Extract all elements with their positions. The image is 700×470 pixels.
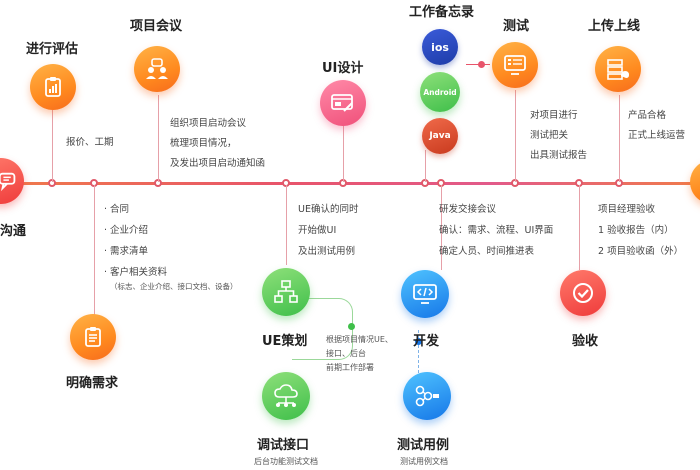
checklist-icon [85,327,101,347]
test-cases-note: 测试用例文档 [400,457,448,466]
launch-desc-2: 正式上线运营 [628,130,686,141]
accept-desc-2: 1 验收报告（内） [598,225,674,236]
clear-req-node[interactable] [70,314,116,360]
code-monitor-icon [413,284,437,304]
timeline-line [0,182,700,185]
cloud-network-icon [274,384,298,407]
java-node[interactable]: Java [422,118,458,154]
chat-icon [0,172,16,192]
connector-dot [478,61,485,68]
connector [94,185,95,315]
android-node[interactable]: Android [420,72,460,112]
meeting-icon [146,58,168,79]
debug-desc-1: 根据项目情况UE、 [326,335,393,344]
develop-desc-2: 确认：需求、流程、UI界面 [439,225,554,236]
connector [343,125,344,182]
ui-design-node[interactable] [320,80,366,126]
end-node [690,160,700,204]
launch-node[interactable] [595,46,641,92]
clear-req-desc-4: · 客户相关资料 [104,267,168,278]
ue-desc-1: UE确认的同时 [298,204,359,215]
communicate-title: 沟通 [0,224,27,239]
connector [515,90,516,182]
connector-dot [415,338,422,345]
flowchart-icon [274,280,298,303]
develop-node[interactable] [401,270,449,318]
debug-api-title: 调试接口 [257,438,310,453]
connector [619,95,620,182]
communicate-node[interactable] [0,158,24,204]
debug-desc-3: 前期工作部署 [326,363,374,372]
ios-label: ios [431,40,449,54]
develop-desc-3: 确定人员、时间推进表 [439,246,535,257]
ui-design-title: UI设计 [322,61,364,76]
design-icon [331,94,353,112]
evaluate-title: 进行评估 [26,42,79,57]
ue-plan-node[interactable] [262,268,310,316]
debug-desc-2: 接口、后台 [326,349,366,358]
check-circle-icon [573,283,593,303]
connector [441,185,442,270]
accept-desc-3: 2 项目验收函（外） [598,246,684,257]
debug-api-note: 后台功能测试文档 [254,457,318,466]
dev-test-connector [418,330,420,378]
test-desc-3: 出具测试报告 [530,150,588,161]
memo-title: 工作备忘录 [409,5,475,20]
test-desc-2: 测试把关 [530,130,569,141]
connector [286,185,287,265]
develop-title: 开发 [413,334,440,349]
launch-desc-1: 产品合格 [628,110,667,121]
test-node[interactable] [492,42,538,88]
ue-desc-3: 及出测试用例 [298,246,356,257]
clear-req-note: （标志、企业介绍、接口文档、设备） [110,282,238,291]
develop-desc-1: 研发交接会议 [439,204,497,215]
meeting-desc-2: 梳理项目情况， [170,138,237,149]
test-cases-title: 测试用例 [397,438,450,453]
clear-req-desc-2: · 企业介绍 [104,225,149,236]
bracket-dot [348,323,355,330]
accept-node[interactable] [560,270,606,316]
connector [579,185,580,270]
meeting-desc-1: 组织项目启动会议 [170,118,247,129]
accept-title: 验收 [572,334,599,349]
ios-node[interactable]: ios [422,29,458,65]
test-cases-node[interactable] [403,372,451,420]
meeting-title: 项目会议 [130,19,183,34]
launch-title: 上传上线 [588,19,641,34]
connector [158,95,159,182]
clear-req-desc-1: · 合同 [104,204,130,215]
meeting-node[interactable] [134,46,180,92]
java-label: Java [429,131,451,141]
evaluate-node[interactable] [30,64,76,110]
connector [425,150,426,182]
clear-req-title: 明确需求 [66,376,119,391]
ue-plan-title: UE策划 [262,334,308,349]
accept-desc-1: 项目经理验收 [598,204,656,215]
clipboard-icon [45,77,61,97]
test-monitor-icon [504,55,526,75]
debug-api-node[interactable] [262,372,310,420]
clear-req-desc-3: · 需求清单 [104,246,149,257]
test-nodes-icon [415,385,439,407]
evaluate-desc: 报价、工期 [66,137,114,148]
android-label: Android [423,87,457,97]
meeting-desc-3: 及发出项目启动通知函 [170,158,266,169]
upload-server-icon [607,59,629,80]
test-title: 测试 [503,19,530,34]
test-desc-1: 对项目进行 [530,110,578,121]
connector [52,110,53,182]
ue-desc-2: 开始做UI [298,225,337,236]
